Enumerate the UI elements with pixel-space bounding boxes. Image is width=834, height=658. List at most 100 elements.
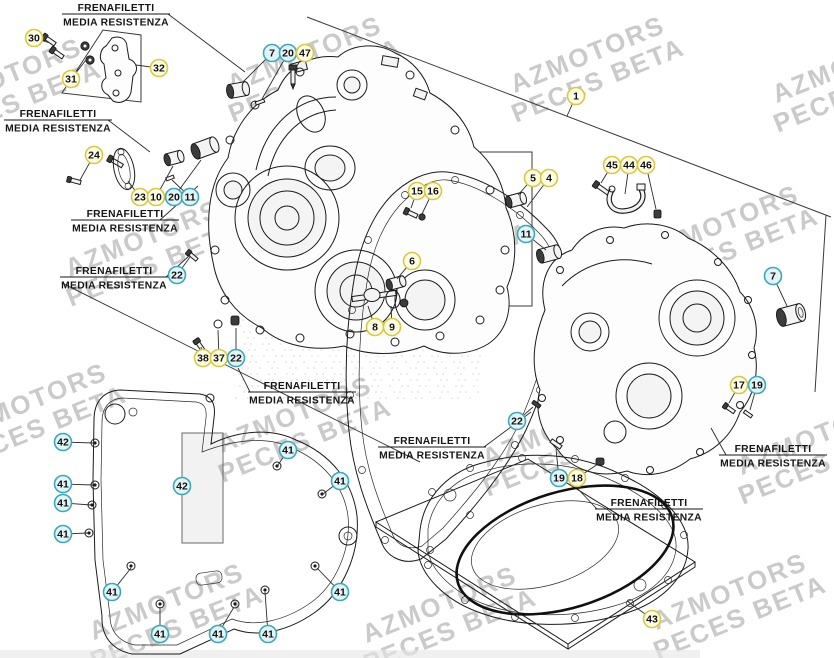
- callout-circle[interactable]: [642, 609, 662, 629]
- callout-circle[interactable]: [208, 624, 228, 644]
- callout-44[interactable]: 44: [619, 155, 639, 195]
- callout-22[interactable]: 22: [167, 256, 191, 285]
- callout-38[interactable]: 38: [193, 346, 213, 368]
- callout-41[interactable]: 41: [53, 493, 92, 513]
- callout-41[interactable]: 41: [258, 591, 278, 644]
- callout-circle[interactable]: [61, 69, 81, 89]
- callout-number: 4: [546, 173, 552, 185]
- callout-6[interactable]: 6: [396, 251, 422, 280]
- callout-41[interactable]: 41: [53, 524, 89, 544]
- callout-circle[interactable]: [167, 265, 187, 285]
- callout-32[interactable]: 32: [135, 58, 169, 78]
- callout-circle[interactable]: [84, 145, 104, 165]
- callout-45[interactable]: 45: [600, 155, 622, 184]
- callout-circle[interactable]: [278, 440, 298, 460]
- callout-number: 7: [770, 271, 776, 283]
- callout-41[interactable]: 41: [150, 607, 170, 644]
- callout-37[interactable]: 37: [209, 329, 229, 368]
- callout-number: 6: [409, 256, 415, 268]
- callout-circle[interactable]: [330, 471, 350, 491]
- callout-circle[interactable]: [258, 624, 278, 644]
- callout-31[interactable]: 31: [61, 59, 87, 89]
- scan-shadow-band: [0, 650, 700, 658]
- clamp-part: [653, 209, 662, 219]
- callout-number: 47: [299, 48, 311, 60]
- callout-19[interactable]: 19: [747, 375, 767, 411]
- callout-46[interactable]: 46: [636, 155, 657, 210]
- callout-number: 43: [646, 614, 658, 626]
- callout-22[interactable]: 22: [226, 328, 246, 368]
- clutch-oring-gasket: [455, 484, 675, 616]
- callout-circle[interactable]: [747, 375, 767, 395]
- callout-41[interactable]: 41: [316, 567, 350, 602]
- callout-42[interactable]: 42: [53, 432, 95, 452]
- callout-16[interactable]: 16: [421, 181, 443, 215]
- callout-circle[interactable]: [53, 524, 73, 544]
- callout-circle[interactable]: [423, 181, 443, 201]
- callout-18[interactable]: 18: [567, 463, 599, 488]
- callout-circle[interactable]: [226, 348, 246, 368]
- callout-7[interactable]: 7: [763, 266, 788, 307]
- callout-24[interactable]: 24: [79, 145, 104, 181]
- callout-41[interactable]: 41: [102, 567, 132, 602]
- callout-41[interactable]: 41: [208, 606, 235, 644]
- callout-22[interactable]: 22: [507, 406, 534, 431]
- callout-number: 17: [733, 380, 745, 392]
- callout-number: 20: [168, 192, 180, 204]
- callout-20[interactable]: 20: [164, 159, 202, 207]
- callout-42[interactable]: 42: [172, 476, 192, 496]
- callout-circle[interactable]: [507, 411, 527, 431]
- callout-circle[interactable]: [172, 476, 192, 496]
- callout-number: 37: [213, 353, 225, 365]
- callout-17[interactable]: 17: [728, 375, 749, 404]
- callout-number: 1: [573, 91, 579, 103]
- callout-4[interactable]: 4: [526, 168, 559, 208]
- callout-11[interactable]: 11: [516, 224, 547, 251]
- callout-circle[interactable]: [180, 187, 200, 207]
- callout-9[interactable]: 9: [382, 305, 402, 337]
- callout-circle[interactable]: [729, 375, 749, 395]
- callout-41[interactable]: 41: [277, 440, 298, 466]
- callout-circle[interactable]: [53, 432, 73, 452]
- callout-number: 44: [623, 160, 635, 172]
- callout-circle[interactable]: [549, 468, 569, 488]
- callout-10[interactable]: 10: [146, 165, 174, 207]
- callout-30[interactable]: 30: [24, 28, 51, 48]
- callout-circle[interactable]: [295, 43, 315, 63]
- callout-circle[interactable]: [566, 86, 586, 106]
- callout-19[interactable]: 19: [549, 448, 569, 488]
- callout-23[interactable]: 23: [127, 180, 150, 207]
- callout-circle[interactable]: [539, 168, 559, 188]
- callout-1[interactable]: 1: [566, 86, 586, 117]
- screw-part: [531, 400, 542, 409]
- callout-number: 41: [106, 587, 118, 599]
- callout-circle[interactable]: [567, 468, 587, 488]
- callout-circle[interactable]: [53, 474, 73, 494]
- callout-circle[interactable]: [146, 187, 166, 207]
- callout-circle[interactable]: [24, 28, 44, 48]
- callout-circle[interactable]: [150, 624, 170, 644]
- callout-circle[interactable]: [636, 155, 656, 175]
- callout-circle[interactable]: [53, 493, 73, 513]
- thread-lock-note-line1: FRENAFILETTI: [76, 266, 153, 277]
- bushing-part: [163, 149, 185, 167]
- callout-43[interactable]: 43: [626, 600, 662, 629]
- callout-7[interactable]: 7: [242, 43, 282, 83]
- callout-5[interactable]: 5: [517, 168, 543, 196]
- callout-circle[interactable]: [763, 266, 783, 286]
- bolt-part: [591, 180, 611, 196]
- callout-circle[interactable]: [516, 224, 536, 244]
- callout-41[interactable]: 41: [322, 471, 350, 495]
- callout-circle[interactable]: [102, 582, 122, 602]
- callout-circle[interactable]: [330, 582, 350, 602]
- callout-circle[interactable]: [402, 251, 422, 271]
- callout-number: 42: [176, 481, 188, 493]
- callout-circle[interactable]: [149, 58, 169, 78]
- thread-lock-note-line1: FRENAFILETTI: [20, 109, 97, 120]
- callout-11[interactable]: 11: [171, 179, 200, 207]
- callout-47[interactable]: 47: [294, 43, 315, 70]
- callout-number: 8: [372, 322, 378, 334]
- callout-circle[interactable]: [382, 317, 402, 337]
- callout-41[interactable]: 41: [53, 474, 94, 494]
